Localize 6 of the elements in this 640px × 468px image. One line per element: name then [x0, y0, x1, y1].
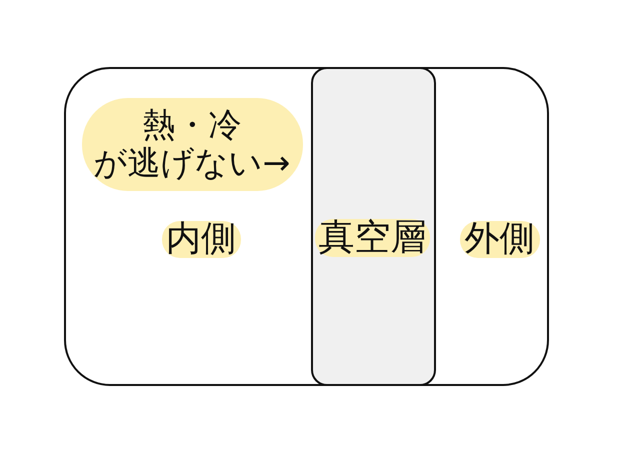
region-label: 内側: [162, 220, 240, 258]
callout-text: 熱・冷が逃げない→: [92, 106, 292, 182]
layer-label: 真空層: [315, 219, 430, 257]
region-label: 外側: [460, 220, 540, 258]
vacuum-layer-box: [310, 66, 436, 386]
rounded-container: [64, 67, 549, 386]
